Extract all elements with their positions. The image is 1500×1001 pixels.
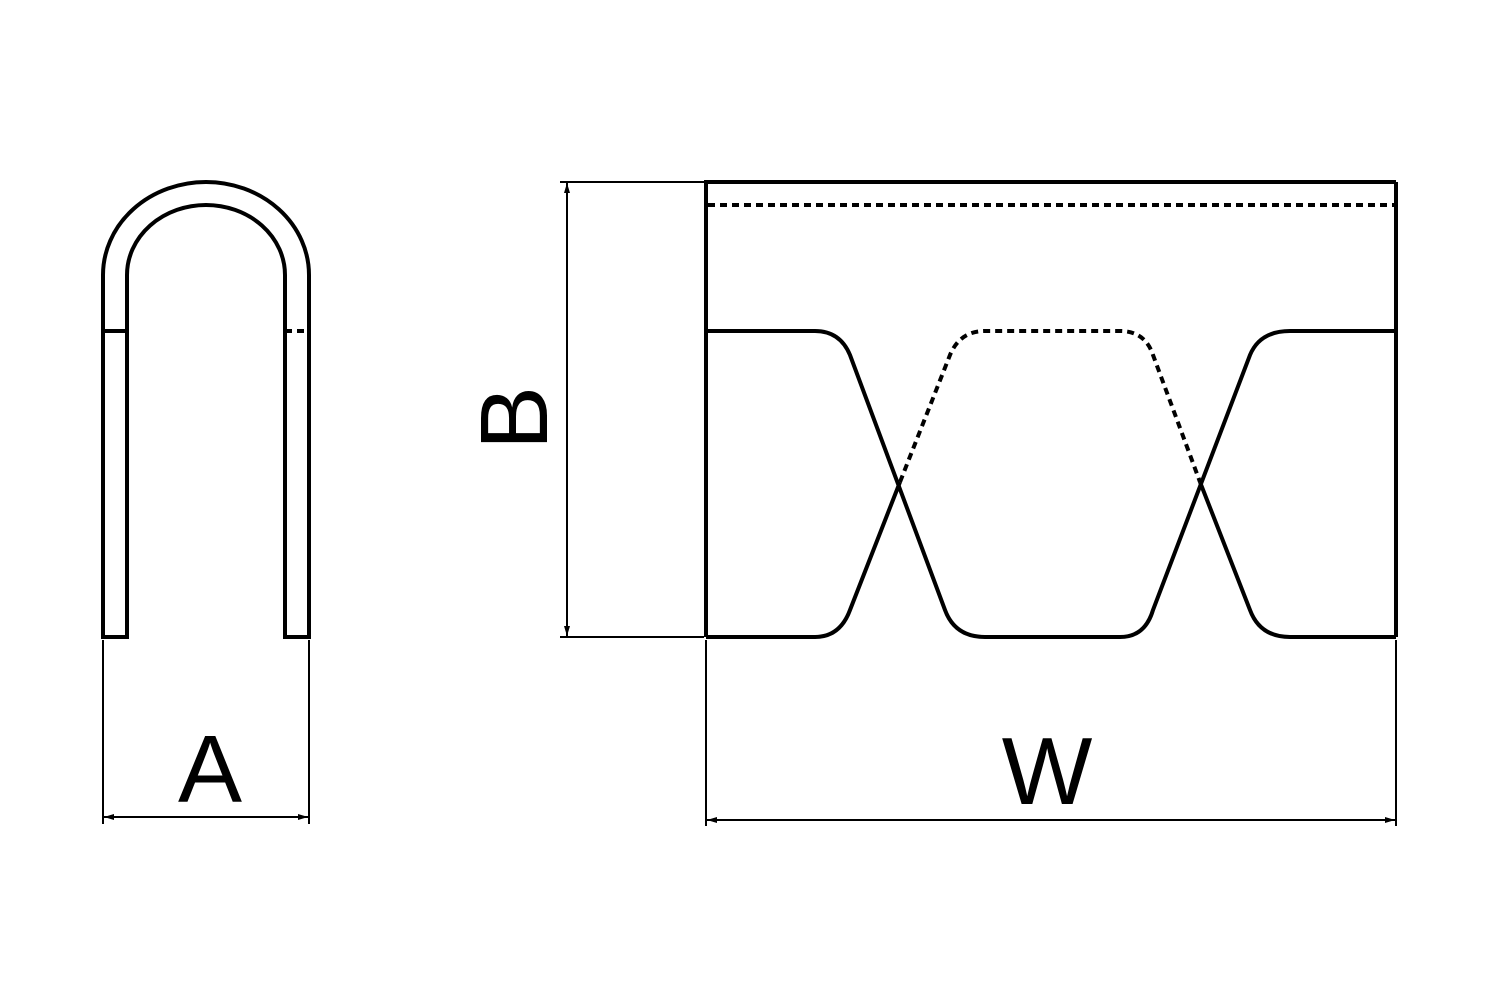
dimension-label-b: B <box>461 386 568 450</box>
dimension-label-a: A <box>178 716 242 823</box>
dimension-w: W <box>705 640 1397 826</box>
dimension-label-w: W <box>1002 718 1093 825</box>
dimension-a: A <box>102 640 310 824</box>
side-view-u-shape <box>101 180 311 639</box>
front-view <box>704 180 1398 639</box>
dimension-b: B <box>461 181 704 638</box>
